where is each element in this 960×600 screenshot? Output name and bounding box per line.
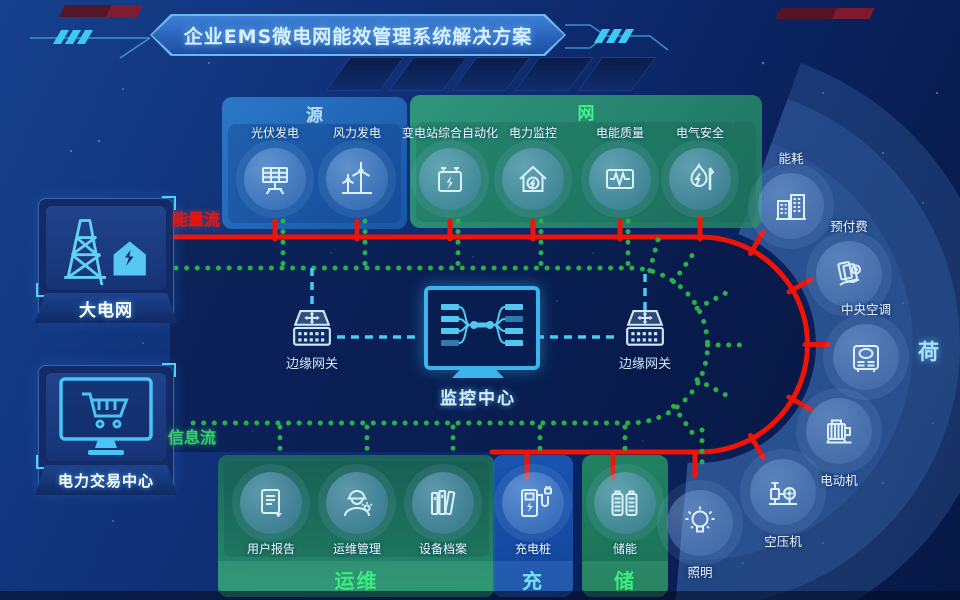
card-main-grid[interactable]: 大电网 <box>35 196 177 323</box>
right-slash-deco <box>593 29 635 43</box>
ev-charger-icon <box>513 483 553 523</box>
item-substation-automation[interactable]: 变电站综合自动化 <box>402 124 498 210</box>
item-electrical-safety[interactable]: 电气安全 <box>652 124 748 210</box>
archive-books-icon <box>423 483 463 523</box>
flame-safety-icon <box>680 159 720 199</box>
item-user-report[interactable]: 用户报告 <box>223 472 319 557</box>
substation-battery-icon <box>430 159 470 199</box>
solar-panel-icon <box>255 159 295 199</box>
info-flow-label: 信息流 <box>168 428 217 447</box>
card-main-grid-label: 大电网 <box>35 293 177 323</box>
top-right-deco-bar <box>775 8 875 19</box>
item-power-quality[interactable]: 电能质量 <box>572 124 668 210</box>
monitoring-center-label: 监控中心 <box>440 389 516 409</box>
header-circuit-lines <box>30 24 669 59</box>
page-title: 企业EMS微电网能效管理系统解决方案 <box>183 25 533 48</box>
motor-icon <box>819 411 859 451</box>
panel-source-title: 源 <box>306 106 323 126</box>
load-sector-title: 荷 <box>918 340 939 364</box>
power-tower-icon <box>64 219 146 285</box>
battery-storage-icon <box>605 483 645 523</box>
item-pv-generation[interactable]: 光伏发电 <box>227 124 323 210</box>
item-charging-pile[interactable]: 充电桩 <box>485 472 581 557</box>
air-conditioner-icon <box>846 337 886 377</box>
worker-icon <box>337 483 377 523</box>
network-diagram-icon <box>441 304 523 346</box>
light-bulb-icon <box>680 503 720 543</box>
top-left-deco-bar <box>59 5 143 17</box>
item-device-archive[interactable]: 设备档案 <box>395 472 491 557</box>
load-item-air-compressor[interactable]: 空压机 <box>728 459 838 550</box>
card-power-trading[interactable]: 电力交易中心 <box>35 363 177 495</box>
item-om-management[interactable]: 运维管理 <box>309 472 405 557</box>
load-item-energy-consumption[interactable]: 能耗 <box>736 148 846 239</box>
trading-monitor-icon <box>59 377 153 455</box>
item-power-monitoring[interactable]: 电力监控 <box>485 124 581 210</box>
left-slash-deco <box>52 30 94 44</box>
edge-gateway-right[interactable]: 边缘网关 <box>597 309 693 372</box>
load-item-lighting[interactable]: 照明 <box>645 490 755 581</box>
waveform-monitor-icon <box>600 159 640 199</box>
load-item-prepaid[interactable]: 预付费 <box>794 216 904 307</box>
panel-grid-title: 网 <box>577 104 595 124</box>
wind-turbine-icon <box>337 159 377 199</box>
gateway-icon <box>626 310 664 346</box>
header-trapezoid-deco <box>325 57 657 91</box>
prepaid-cards-icon <box>829 254 869 294</box>
bottom-edge-strip <box>0 591 960 600</box>
report-scroll-icon <box>251 483 282 518</box>
monitoring-center-screen[interactable] <box>424 286 540 370</box>
load-item-central-ac[interactable]: 中央空调 <box>811 299 921 390</box>
item-wind-generation[interactable]: 风力发电 <box>309 124 405 210</box>
title-banner: 企业EMS微电网能效管理系统解决方案 <box>150 14 566 56</box>
item-energy-storage[interactable]: 储能 <box>577 472 673 557</box>
house-power-icon <box>513 159 553 199</box>
edge-gateway-left[interactable]: 边缘网关 <box>264 309 360 372</box>
buildings-icon <box>771 186 811 226</box>
compressor-icon <box>763 472 803 512</box>
energy-flow-label: 能量流 <box>172 210 221 229</box>
gateway-icon <box>293 310 331 346</box>
card-power-trading-label: 电力交易中心 <box>35 465 177 495</box>
